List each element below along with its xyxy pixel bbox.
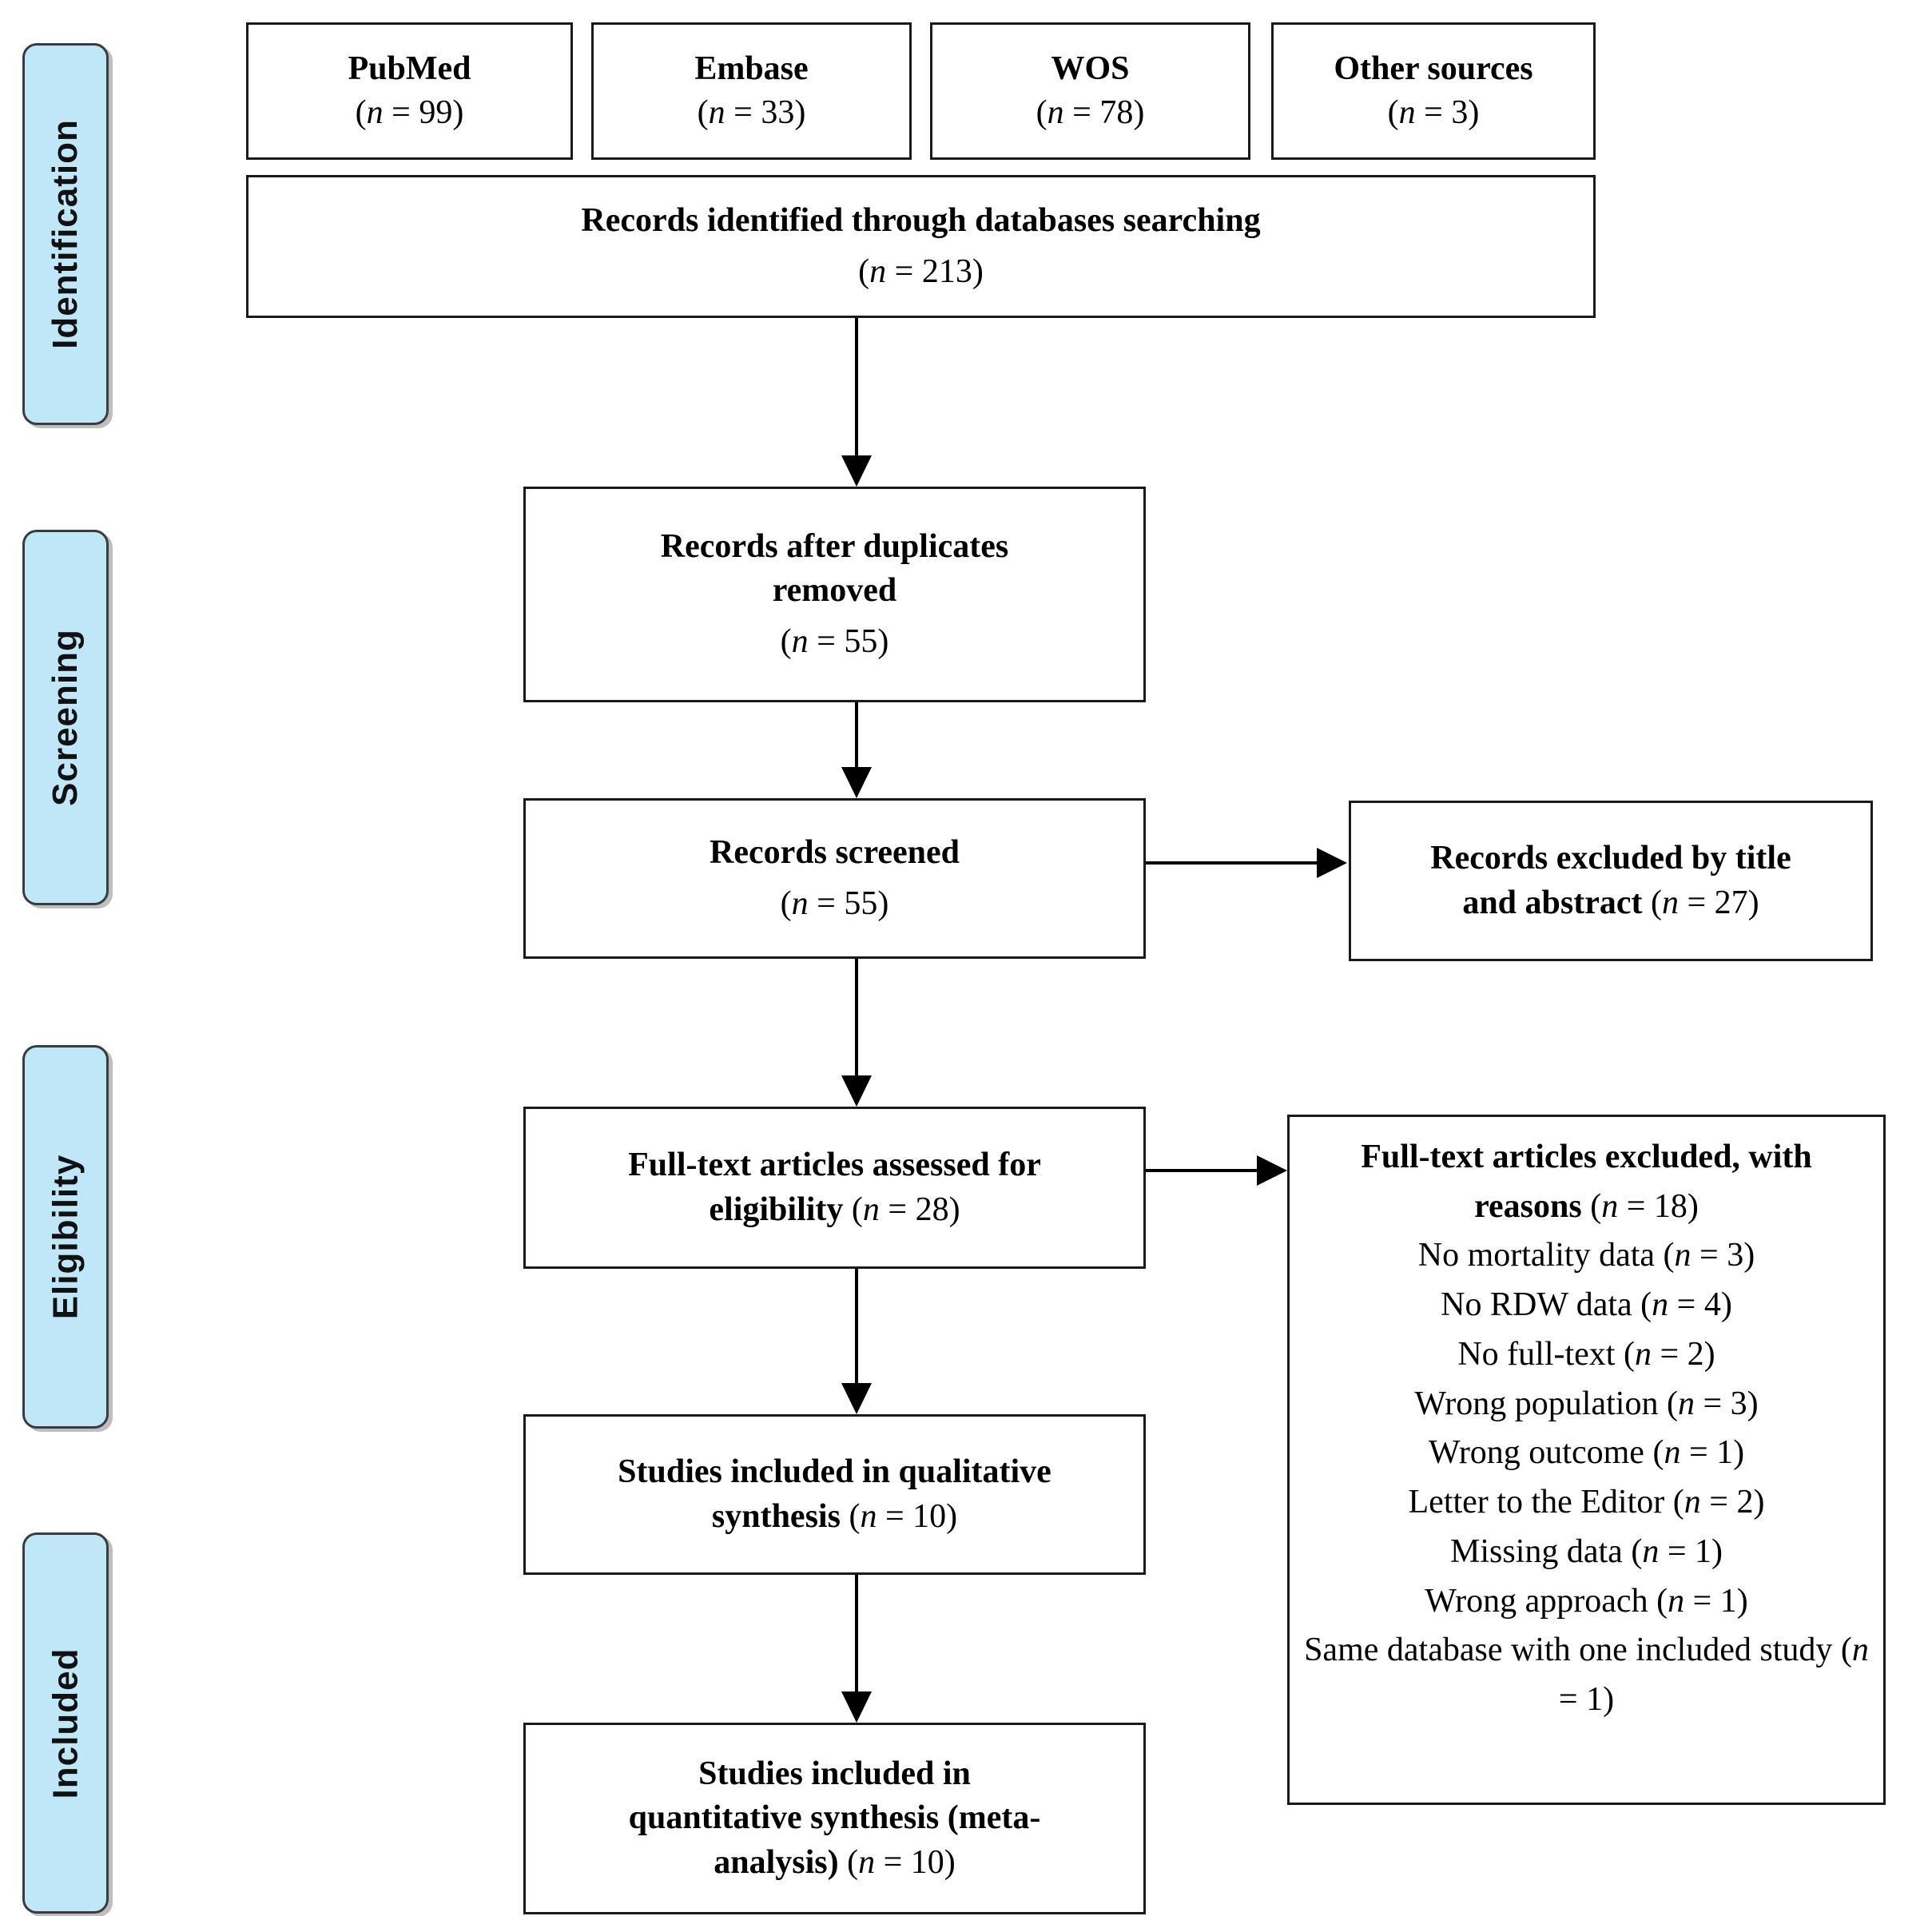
box-records-identified: Records identified through databases sea… [246,175,1596,318]
exclusion-reason: No RDW data (n = 4) [1441,1286,1732,1324]
stage-label-eligibility: Eligibility [22,1045,109,1429]
stage-label-text: Included [46,1648,85,1799]
stage-label-text: Identification [46,119,85,349]
box-count: (n = 55) [780,884,889,922]
box-quantitative-synthesis: Studies included in quantitative synthes… [523,1723,1146,1914]
box-fulltext-excluded-reasons: Full-text articles excluded, with reason… [1287,1115,1886,1805]
exclusion-reason: No mortality data (n = 3) [1417,1237,1755,1274]
exclusion-reason: Letter to the Editor (n = 2) [1408,1484,1765,1521]
box-duplicates-removed: Records after duplicates removed (n = 55… [523,487,1146,702]
stage-label-included: Included [22,1532,109,1914]
exclusion-reason: No full-text (n = 2) [1457,1335,1715,1373]
box-excluded-title-abstract: Records excluded by title and abstract (… [1349,801,1873,961]
box-title-line1: Full-text articles excluded, with [1361,1139,1812,1175]
box-title-line3: analysis) (n = 10) [714,1843,956,1881]
exclusion-reason: Wrong outcome (n = 1) [1428,1434,1745,1472]
source-count: (n = 3) [1387,94,1480,131]
source-name: Embase [694,50,809,87]
box-title-line1: Studies included in [698,1755,971,1792]
box-title: Records identified through databases sea… [581,202,1261,240]
box-title-line2: reasons (n = 18) [1474,1187,1699,1225]
stage-label-text: Screening [46,629,85,806]
source-count: (n = 78) [1036,94,1145,131]
box-source-pubmed: PubMed (n = 99) [246,22,573,160]
box-source-embase: Embase (n = 33) [591,22,912,160]
source-name: PubMed [348,50,471,87]
source-name: Other sources [1334,50,1533,87]
exclusion-reason: Wrong population (n = 3) [1414,1385,1759,1422]
box-title-line2: synthesis (n = 10) [711,1497,958,1535]
exclusion-reason: Missing data (n = 1) [1449,1532,1723,1570]
box-title-line2: quantitative synthesis (meta- [628,1799,1041,1837]
box-count: (n = 18) [1590,1187,1699,1225]
exclusion-reasons-list: No mortality data (n = 3) No RDW data (n … [1301,1231,1872,1724]
exclusion-reason: Wrong approach (n = 1) [1425,1582,1748,1620]
box-title-line1: Full-text articles assessed for [628,1147,1041,1184]
box-count: (n = 10) [849,1497,958,1535]
box-count: (n = 213) [858,252,984,290]
box-title-line2: and abstract (n = 27) [1462,884,1759,921]
box-count: (n = 10) [847,1843,956,1881]
box-title-line2: eligibility (n = 28) [709,1191,960,1228]
box-title-line1: Records after duplicates [660,527,1009,565]
box-title-line1: Records excluded by title [1430,840,1791,877]
box-source-other: Other sources (n = 3) [1271,22,1596,160]
stage-label-text: Eligibility [46,1154,85,1320]
stage-label-identification: Identification [22,43,109,425]
box-qualitative-synthesis: Studies included in qualitative synthesi… [523,1414,1146,1575]
box-title: Records screened [710,834,960,872]
box-count: (n = 55) [780,622,889,660]
source-count: (n = 99) [355,94,464,131]
box-records-screened: Records screened (n = 55) [523,798,1146,959]
stage-label-screening: Screening [22,530,109,905]
exclusion-reason: Same database with one included study (n… [1304,1632,1869,1719]
box-title-line2: removed [772,572,897,610]
box-source-wos: WOS (n = 78) [930,22,1250,160]
box-count: (n = 28) [851,1191,960,1228]
source-count: (n = 33) [697,94,806,131]
box-title-line1: Studies included in qualitative [618,1453,1051,1491]
box-fulltext-assessed: Full-text articles assessed for eligibil… [523,1107,1146,1269]
box-count: (n = 27) [1651,884,1759,921]
source-name: WOS [1051,50,1130,87]
